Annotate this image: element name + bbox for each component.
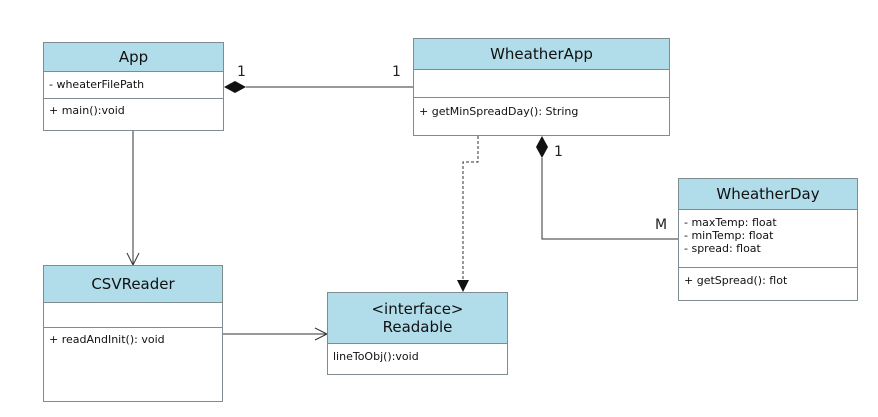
interface-readable-operation: lineToObj():void [333, 350, 419, 363]
class-wheatherday-attribute: - spread: float [684, 242, 761, 255]
class-csvreader-operation: + readAndInit(): void [49, 333, 165, 346]
class-app-operation: + main():void [49, 104, 125, 117]
class-wheatherday-name: WheatherDay [679, 179, 857, 210]
class-wheatherapp-name: WheatherApp [414, 39, 669, 70]
class-wheatherday-operations: + getSpread(): flot [679, 268, 857, 289]
class-app[interactable]: App - wheaterFilePath + main():void [43, 42, 224, 131]
class-app-attributes: - wheaterFilePath [44, 72, 223, 99]
wheatherapp-day-multiplicity-label: 1 [554, 144, 563, 160]
wheatherapp-readable-dashed-line [462, 136, 479, 280]
interface-readable-name: <interface> Readable [328, 293, 507, 344]
interface-readable-stereotype: <interface> [371, 300, 464, 318]
class-csvreader-attributes [44, 303, 222, 328]
class-app-attribute: - wheaterFilePath [49, 78, 145, 91]
class-wheatherday-attribute: - minTemp: float [684, 229, 774, 242]
app-composition-diamond [224, 81, 246, 93]
wheatherday-multiplicity-label: M [655, 217, 668, 233]
class-wheatherday[interactable]: WheatherDay - maxTemp: float - minTemp: … [678, 178, 858, 301]
class-wheatherapp-operations: + getMinSpreadDay(): String [414, 98, 669, 120]
app-multiplicity-label: 1 [237, 64, 246, 80]
interface-readable[interactable]: <interface> Readable lineToObj():void [327, 292, 508, 375]
class-csvreader-name: CSVReader [44, 266, 222, 303]
wheatherapp-composition-diamond [536, 136, 548, 158]
class-app-operations: + main():void [44, 99, 223, 119]
class-wheatherapp-attributes [414, 70, 669, 98]
wheatherapp-readable-arrowhead [457, 280, 469, 292]
class-wheatherday-attributes: - maxTemp: float - minTemp: float - spre… [679, 210, 857, 268]
wheatherapp-multiplicity-label: 1 [392, 64, 401, 80]
interface-readable-operations: lineToObj():void [328, 344, 507, 365]
class-csvreader[interactable]: CSVReader + readAndInit(): void [43, 265, 223, 402]
interface-readable-title: Readable [382, 318, 453, 336]
class-wheatherapp-operation: + getMinSpreadDay(): String [419, 105, 579, 118]
wheatherapp-wheatherday-line [541, 158, 678, 240]
class-wheatherday-attribute: - maxTemp: float [684, 216, 777, 229]
class-csvreader-operations: + readAndInit(): void [44, 328, 222, 348]
class-wheatherday-operation: + getSpread(): flot [684, 274, 788, 287]
class-app-name: App [44, 43, 223, 72]
class-wheatherapp[interactable]: WheatherApp + getMinSpreadDay(): String [413, 38, 670, 136]
